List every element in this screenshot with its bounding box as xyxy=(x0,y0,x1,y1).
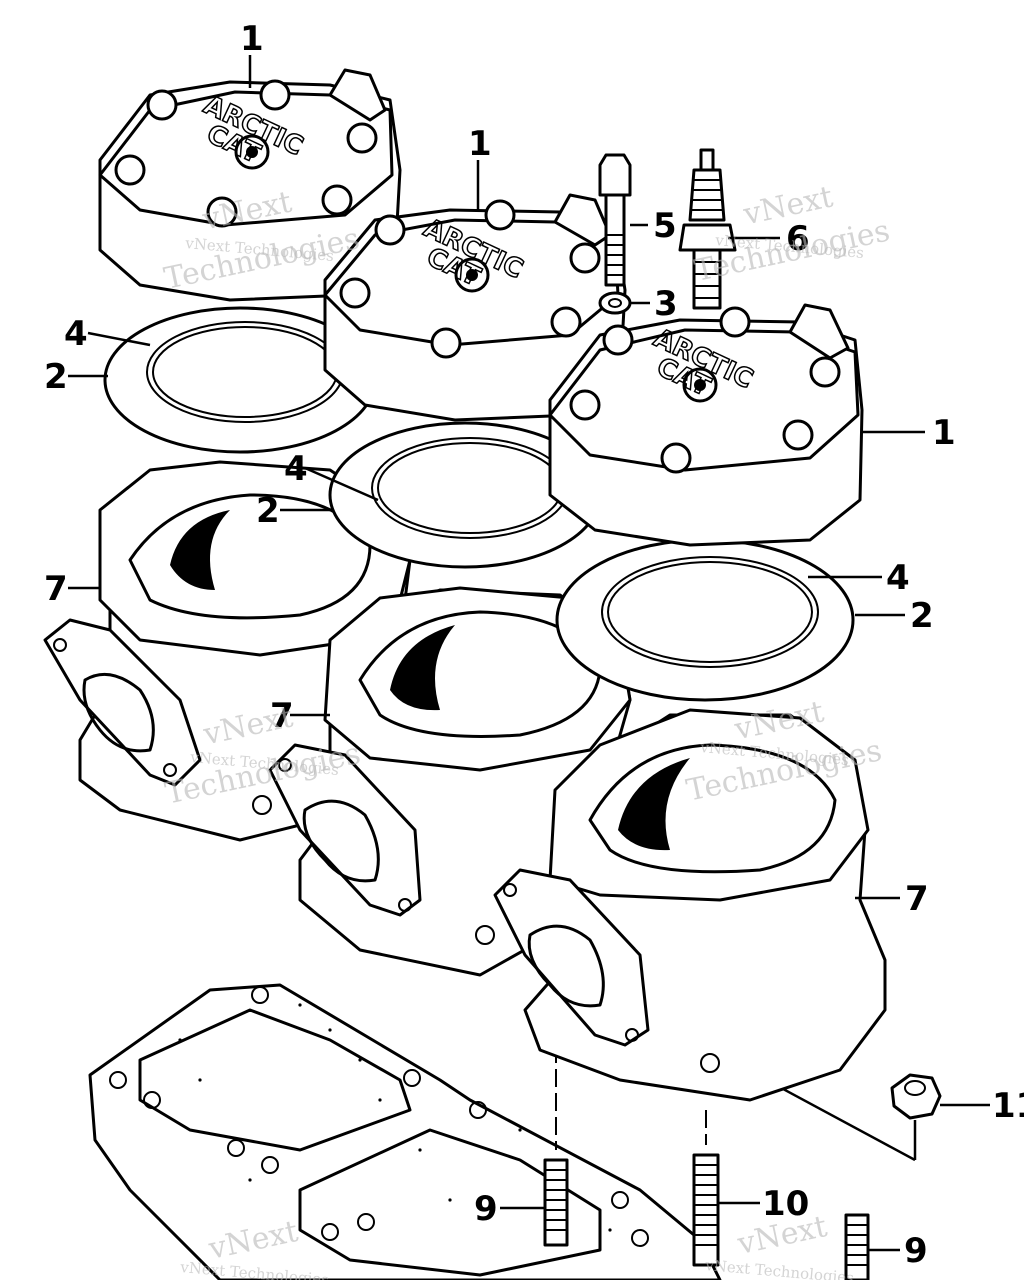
callout-9-right: 9 xyxy=(904,1231,928,1271)
cylinder-head-1-middle: ARCTIC CAT xyxy=(323,193,627,422)
stud-9-left xyxy=(543,1045,569,1247)
callout-4-right: 4 xyxy=(886,558,910,598)
callout-4-middle: 4 xyxy=(284,449,308,489)
stud-10 xyxy=(692,1110,720,1267)
cylinder-head-1-left: ARCTIC CAT xyxy=(98,68,402,302)
stud-9-right xyxy=(844,1213,870,1280)
callout-6-spark-plug: 6 xyxy=(786,219,810,259)
callout-labels: 1 1 1 2 2 2 3 4 4 4 5 6 7 7 7 9 9 10 11 xyxy=(44,19,1024,1271)
callout-2-middle: 2 xyxy=(256,491,280,531)
callout-7-right: 7 xyxy=(905,879,929,919)
callout-7-middle: 7 xyxy=(270,696,294,736)
callout-7-left: 7 xyxy=(44,569,68,609)
leader-lines xyxy=(68,55,990,1252)
callout-3-washer: 3 xyxy=(654,284,678,324)
head-gasket-2-right xyxy=(555,538,855,702)
callout-2-left: 2 xyxy=(44,357,68,397)
watermark-brand-6: vNext xyxy=(734,1209,830,1262)
callout-10-stud: 10 xyxy=(762,1184,809,1224)
washer-3 xyxy=(598,291,632,315)
watermark-full-6: vNext Technologies xyxy=(704,1256,855,1280)
cylinder-head-1-right: ARCTIC CAT xyxy=(548,303,864,547)
callout-4-left: 4 xyxy=(64,314,88,354)
head-bolt-5 xyxy=(598,153,632,287)
callout-1-middle: 1 xyxy=(468,124,492,164)
callout-11-nut: 11 xyxy=(992,1086,1024,1126)
cylinder-7-right xyxy=(493,708,887,1102)
callout-1-left: 1 xyxy=(240,19,264,59)
callout-9-left: 9 xyxy=(474,1189,498,1229)
spark-plug-6 xyxy=(678,148,737,310)
callout-2-right: 2 xyxy=(910,596,934,636)
callout-5-bolt: 5 xyxy=(653,206,677,246)
callout-1-right: 1 xyxy=(932,413,956,453)
